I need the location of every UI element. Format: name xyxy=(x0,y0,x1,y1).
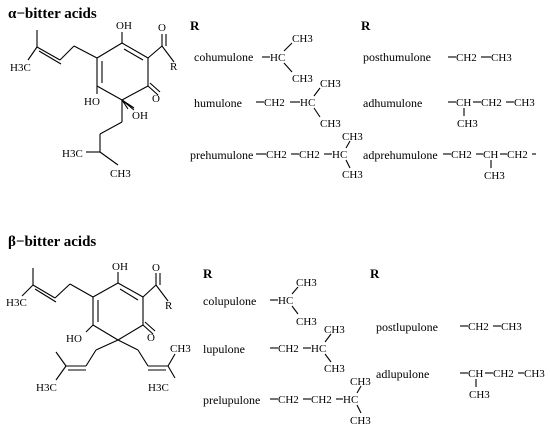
compound-name-humulone: humulone xyxy=(194,96,242,110)
r-group-cohumulone: HC CH3 CH3 xyxy=(262,33,313,85)
beta-core-structure: OH O R O HO H3C H3C H3C CH3 xyxy=(6,261,191,394)
compound-name-prelupulone: prelupulone xyxy=(203,393,261,407)
svg-text:CH3: CH3 xyxy=(484,170,505,182)
beta-section-title: β−bitter acids xyxy=(8,234,97,250)
beta-bottom-left-h3c-label: H3C xyxy=(36,382,57,394)
alpha-core-structure: OH O R O HO OH H3C CH3 H3C xyxy=(10,20,178,180)
alpha-h3c-label: H3C xyxy=(10,62,31,74)
svg-text:CH2: CH2 xyxy=(493,368,514,380)
svg-text:CH2: CH2 xyxy=(311,394,332,406)
r-group-posthumulone: CH2 CH3 xyxy=(448,52,512,64)
alpha-top-oh-label: OH xyxy=(116,20,132,32)
svg-text:CH3: CH3 xyxy=(320,78,341,90)
svg-text:CH3: CH3 xyxy=(296,316,317,328)
r-group-prehumulone: CH2 CH2 HC CH3 CH3 xyxy=(256,131,363,181)
svg-text:CH3: CH3 xyxy=(320,118,341,130)
svg-text:CH: CH xyxy=(468,368,483,380)
svg-text:CH3: CH3 xyxy=(292,73,313,85)
r-group-lupulone: CH2 HC CH3 CH3 xyxy=(270,324,345,375)
alpha-ho-label: HO xyxy=(84,96,100,108)
beta-r-header-1: R xyxy=(203,266,213,281)
r-group-prelupulone: CH2 CH2 HC CH3 CH3 xyxy=(270,376,371,427)
svg-text:CH3: CH3 xyxy=(324,363,345,375)
alpha-section-title: α−bitter acids xyxy=(8,6,97,22)
beta-ho-label: HO xyxy=(66,333,82,345)
svg-text:HC: HC xyxy=(300,97,315,109)
svg-text:CH2: CH2 xyxy=(278,343,299,355)
compound-name-adlupulone: adlupulone xyxy=(376,367,430,381)
svg-text:CH2: CH2 xyxy=(299,149,320,161)
alpha-r-header-2: R xyxy=(361,18,371,33)
alpha-r-header-1: R xyxy=(190,18,200,33)
beta-r-label: R xyxy=(165,300,173,312)
compound-name-posthumulone: posthumulone xyxy=(363,50,431,64)
beta-acyl-o-label: O xyxy=(152,262,160,274)
compound-name-adprehumulone: adprehumulone xyxy=(363,148,438,162)
compound-name-colupulone: colupulone xyxy=(203,294,257,308)
compound-name-postlupulone: postlupulone xyxy=(376,320,438,334)
svg-text:CH3: CH3 xyxy=(491,52,512,64)
svg-text:CH2: CH2 xyxy=(451,149,472,161)
r-group-adprehumulone: CH2 CH CH2 CH3 xyxy=(443,149,536,182)
svg-text:CH3: CH3 xyxy=(524,368,545,380)
svg-text:HC: HC xyxy=(270,52,285,64)
svg-text:CH2: CH2 xyxy=(456,52,477,64)
svg-text:CH3: CH3 xyxy=(324,324,345,336)
alpha-bottom-ch3-label: CH3 xyxy=(110,168,131,180)
svg-text:CH2: CH2 xyxy=(278,394,299,406)
beta-top-oh-label: OH xyxy=(112,261,128,273)
beta-ring-o-label: O xyxy=(147,332,155,344)
alpha-r-label: R xyxy=(170,61,178,73)
svg-text:CH2: CH2 xyxy=(481,97,502,109)
beta-r-header-2: R xyxy=(370,266,380,281)
r-group-humulone: CH2 HC CH3 CH3 xyxy=(256,78,341,130)
svg-text:CH3: CH3 xyxy=(292,33,313,45)
svg-text:CH3: CH3 xyxy=(342,131,363,143)
r-group-adlupulone: CH CH2 CH3 CH3 xyxy=(460,368,545,401)
svg-text:CH: CH xyxy=(456,97,471,109)
svg-text:CH2: CH2 xyxy=(264,97,285,109)
svg-text:HC: HC xyxy=(343,394,358,406)
svg-text:HC: HC xyxy=(278,295,293,307)
svg-text:HC: HC xyxy=(332,149,347,161)
alpha-ring-o-label: O xyxy=(152,93,160,105)
svg-text:CH3: CH3 xyxy=(457,118,478,130)
beta-bottom-right-h3c-label: H3C xyxy=(148,382,169,394)
r-group-adhumulone: CH CH2 CH3 CH3 xyxy=(448,97,535,130)
beta-h3c-label: H3C xyxy=(6,297,27,309)
compound-name-prehumulone: prehumulone xyxy=(190,148,254,162)
alpha-left-h3c-label: H3C xyxy=(62,148,83,160)
alpha-acyl-o-label: O xyxy=(158,22,166,34)
svg-text:CH2: CH2 xyxy=(507,149,528,161)
svg-text:CH3: CH3 xyxy=(350,415,371,427)
r-group-colupulone: HC CH3 CH3 xyxy=(270,277,317,328)
svg-text:CH3: CH3 xyxy=(501,321,522,333)
compound-name-cohumulone: cohumulone xyxy=(194,50,254,64)
svg-text:CH3: CH3 xyxy=(350,376,371,388)
svg-text:CH3: CH3 xyxy=(342,169,363,181)
svg-text:CH: CH xyxy=(483,149,498,161)
svg-text:CH3: CH3 xyxy=(469,389,490,401)
svg-text:CH2: CH2 xyxy=(266,149,287,161)
svg-text:CH2: CH2 xyxy=(468,321,489,333)
svg-text:CH3: CH3 xyxy=(514,97,535,109)
svg-text:HC: HC xyxy=(311,343,326,355)
svg-text:CH3: CH3 xyxy=(296,277,317,289)
r-group-postlupulone: CH2 CH3 xyxy=(460,321,522,333)
compound-name-adhumulone: adhumulone xyxy=(363,96,423,110)
beta-right-ch3-label: CH3 xyxy=(170,343,191,355)
compound-name-lupulone: lupulone xyxy=(203,342,245,356)
alpha-quat-oh-label: OH xyxy=(132,110,148,122)
